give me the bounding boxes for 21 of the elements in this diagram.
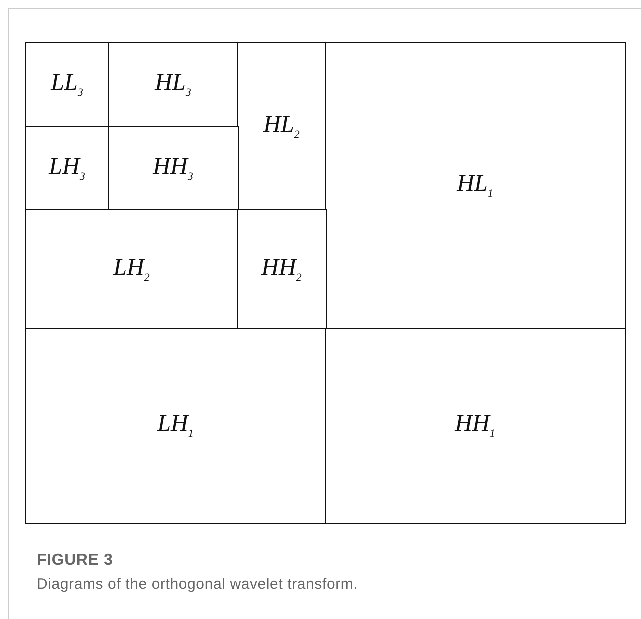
subband-label: HH$_{1}$ <box>455 411 496 440</box>
subband-label: LL$_{3}$ <box>51 70 84 100</box>
subband-label: LH$_{1}$ <box>158 411 194 440</box>
subband-label: HL$_{2}$ <box>264 112 300 141</box>
subband-label: HL$_{3}$ <box>155 70 192 100</box>
subband-label: HH$_{2}$ <box>262 254 302 284</box>
subband-label: HH$_{3}$ <box>153 154 194 183</box>
subband-cell <box>25 209 238 330</box>
subband-label: LH$_{2}$ <box>114 254 150 284</box>
subband-cell <box>237 209 326 330</box>
subband-cell <box>325 42 626 330</box>
figure-title: FIGURE 3 <box>37 552 114 570</box>
subband-cell <box>108 42 238 128</box>
subband-label: LH$_{3}$ <box>49 154 86 183</box>
subband-cell <box>325 328 626 524</box>
figure-caption: Diagrams of the orthogonal wavelet transform. <box>37 576 358 593</box>
subband-label: HL$_{1}$ <box>457 171 494 200</box>
subband-cell <box>25 126 110 210</box>
subband-cell <box>108 126 238 210</box>
subband-cell <box>25 42 110 128</box>
subband-cell <box>25 328 326 524</box>
